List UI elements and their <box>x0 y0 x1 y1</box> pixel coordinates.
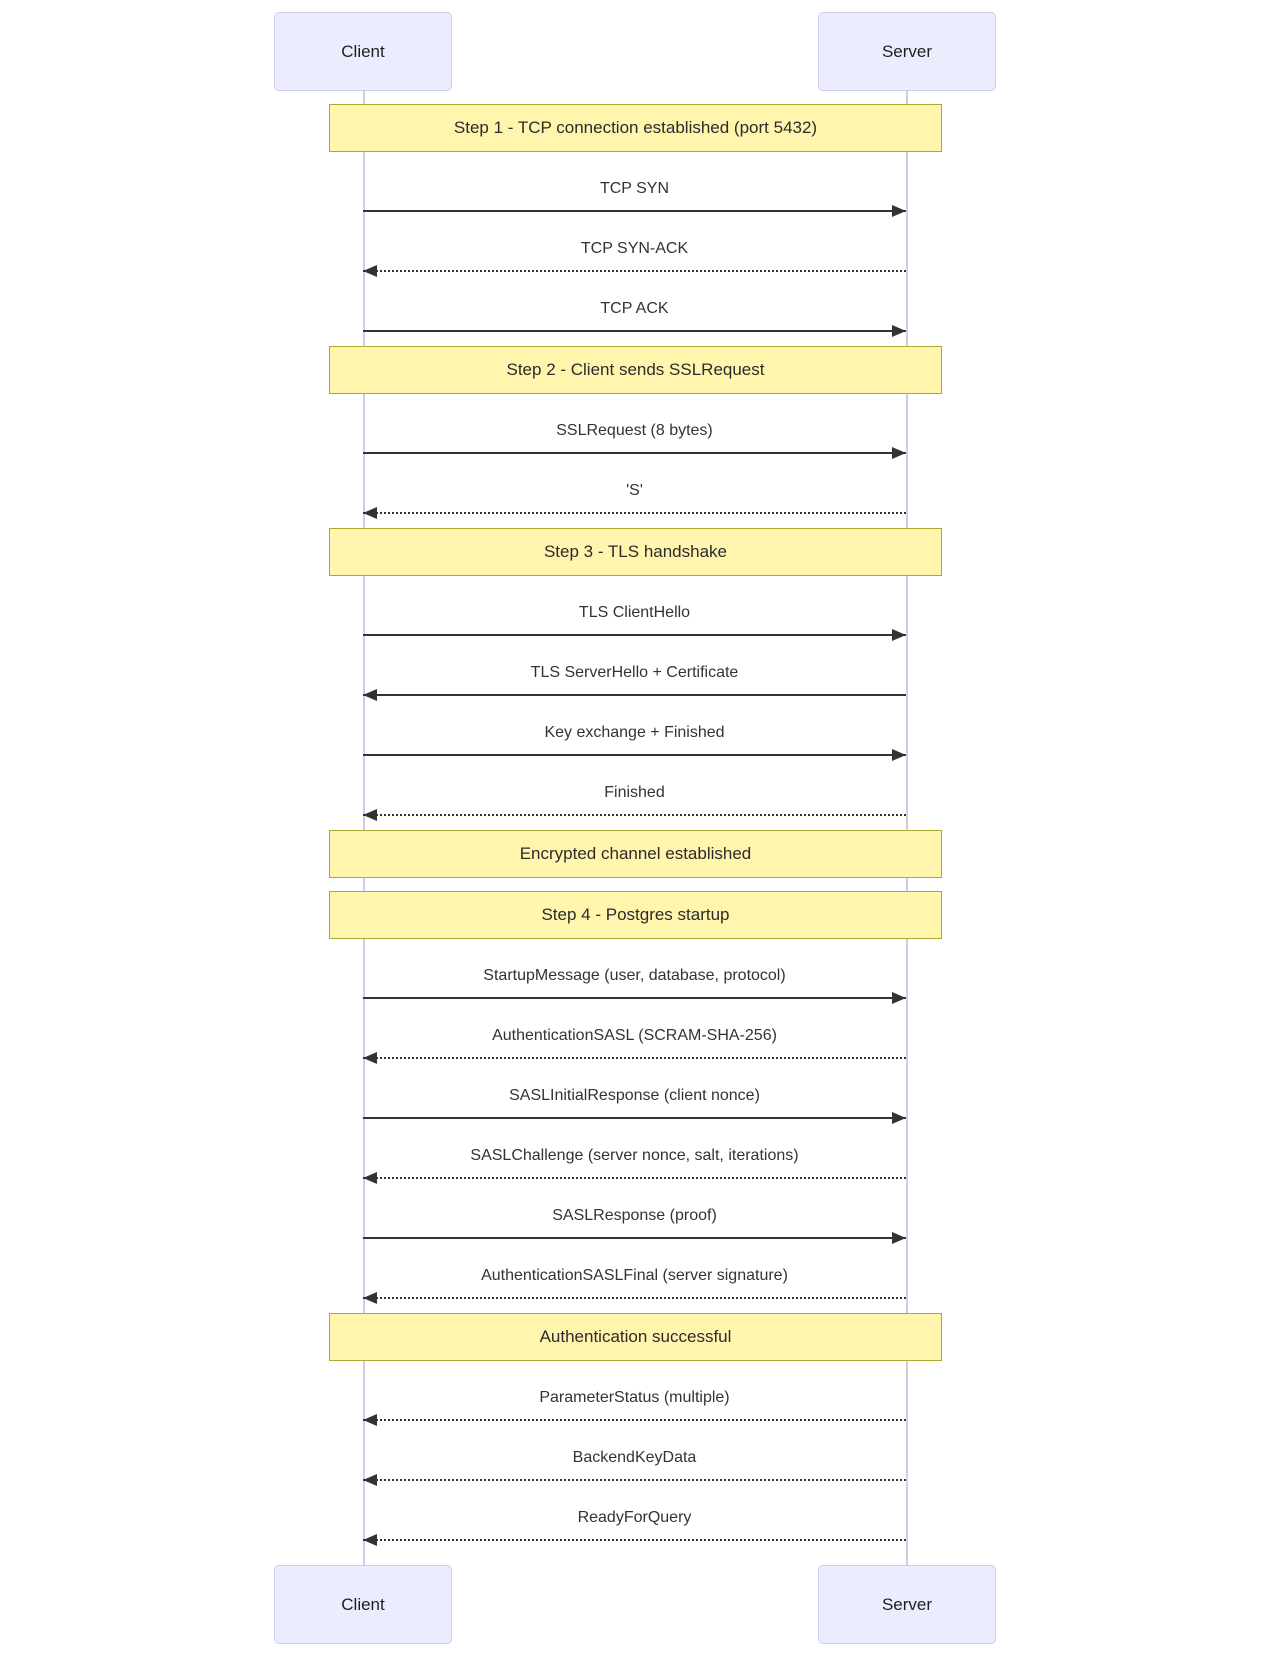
message-finished-label: Finished <box>604 784 665 801</box>
message-saslchallenge-label: SASLChallenge (server nonce, salt, itera… <box>470 1147 799 1164</box>
message-authenticationsaslfinal-label: AuthenticationSASLFinal (server signatur… <box>481 1267 788 1284</box>
solid-arrow-right-icon <box>363 1232 906 1244</box>
solid-arrow-right-icon <box>363 205 906 217</box>
note-step-4: Step 4 - Postgres startup <box>329 891 942 939</box>
message-tcp-ack: TCP ACK <box>0 272 1269 337</box>
message-tcp-ack-label: TCP ACK <box>600 300 669 317</box>
message-readyforquery: ReadyForQuery <box>0 1481 1269 1546</box>
actor-server-bottom: Server <box>818 1565 996 1644</box>
client-lifeline <box>363 91 365 1565</box>
message-backendkeydata: BackendKeyData <box>0 1421 1269 1486</box>
message-authenticationsasl-label: AuthenticationSASL (SCRAM-SHA-256) <box>492 1027 777 1044</box>
dashed-arrow-left-icon <box>363 507 906 519</box>
solid-arrow-left-icon <box>363 689 906 701</box>
dashed-arrow-left-icon <box>363 1172 906 1184</box>
solid-arrow-right-icon <box>363 629 906 641</box>
message-authenticationsaslfinal: AuthenticationSASLFinal (server signatur… <box>0 1239 1269 1304</box>
message-key-exchange-finished-label: Key exchange + Finished <box>544 724 725 741</box>
message-tls-clienthello-label: TLS ClientHello <box>578 604 691 621</box>
message-saslresponse: SASLResponse (proof) <box>0 1179 1269 1244</box>
message-parameterstatus-label: ParameterStatus (multiple) <box>539 1389 730 1406</box>
message-tls-serverhello-certificate-label: TLS ServerHello + Certificate <box>530 664 739 681</box>
note-step-3: Step 3 - TLS handshake <box>329 528 942 576</box>
message-tcp-syn-label: TCP SYN <box>599 180 670 197</box>
note-authentication-successful-label: Authentication successful <box>539 1327 732 1346</box>
note-step-1-label: Step 1 - TCP connection established (por… <box>453 118 818 137</box>
message-saslresponse-label: SASLResponse (proof) <box>552 1207 717 1224</box>
actor-server-label: Server <box>881 1594 933 1614</box>
actor-client-label: Client <box>341 41 385 61</box>
dashed-arrow-left-icon <box>363 1474 906 1486</box>
note-step-1: Step 1 - TCP connection established (por… <box>329 104 942 152</box>
note-step-2: Step 2 - Client sends SSLRequest <box>329 346 942 394</box>
note-encrypted-channel-label: Encrypted channel established <box>519 844 752 863</box>
message-startupmessage-label: StartupMessage (user, database, protocol… <box>483 967 786 984</box>
message-tls-serverhello-certificate: TLS ServerHello + Certificate <box>0 636 1269 701</box>
message-tcp-syn-ack: TCP SYN-ACK <box>0 212 1269 277</box>
dashed-arrow-left-icon <box>363 1052 906 1064</box>
dashed-arrow-left-icon <box>363 1534 906 1546</box>
message-readyforquery-label: ReadyForQuery <box>577 1509 692 1526</box>
message-tcp-syn-ack-label: TCP SYN-ACK <box>580 240 689 257</box>
message-finished: Finished <box>0 756 1269 821</box>
dashed-arrow-left-icon <box>363 265 906 277</box>
message-s-byte: 'S' <box>0 454 1269 519</box>
message-tcp-syn: TCP SYN <box>0 152 1269 217</box>
dashed-arrow-left-icon <box>363 1414 906 1426</box>
note-step-2-label: Step 2 - Client sends SSLRequest <box>506 360 765 379</box>
actor-client-bottom: Client <box>274 1565 452 1644</box>
sequence-flow: Step 1 - TCP connection established (por… <box>0 91 1269 1546</box>
actor-client-label: Client <box>341 1594 385 1614</box>
message-authenticationsasl: AuthenticationSASL (SCRAM-SHA-256) <box>0 999 1269 1064</box>
solid-arrow-right-icon <box>363 749 906 761</box>
solid-arrow-right-icon <box>363 447 906 459</box>
solid-arrow-right-icon <box>363 325 906 337</box>
note-encrypted-channel: Encrypted channel established <box>329 830 942 878</box>
solid-arrow-right-icon <box>363 1112 906 1124</box>
note-authentication-successful: Authentication successful <box>329 1313 942 1361</box>
message-tls-clienthello: TLS ClientHello <box>0 576 1269 641</box>
note-step-4-label: Step 4 - Postgres startup <box>541 905 730 924</box>
message-saslinitialresponse-label: SASLInitialResponse (client nonce) <box>509 1087 760 1104</box>
server-lifeline <box>906 91 908 1565</box>
dashed-arrow-left-icon <box>363 1292 906 1304</box>
dashed-arrow-left-icon <box>363 809 906 821</box>
actor-client-top: Client <box>274 12 452 91</box>
message-sslrequest: SSLRequest (8 bytes) <box>0 394 1269 459</box>
message-sslrequest-label: SSLRequest (8 bytes) <box>556 422 713 439</box>
message-backendkeydata-label: BackendKeyData <box>572 1449 697 1466</box>
message-saslchallenge: SASLChallenge (server nonce, salt, itera… <box>0 1119 1269 1184</box>
note-step-3-label: Step 3 - TLS handshake <box>543 542 728 561</box>
message-s-byte-label: 'S' <box>626 482 643 499</box>
message-key-exchange-finished: Key exchange + Finished <box>0 696 1269 761</box>
message-parameterstatus: ParameterStatus (multiple) <box>0 1361 1269 1426</box>
actor-server-label: Server <box>881 41 933 61</box>
solid-arrow-right-icon <box>363 992 906 1004</box>
message-startupmessage: StartupMessage (user, database, protocol… <box>0 939 1269 1004</box>
actor-server-top: Server <box>818 12 996 91</box>
message-saslinitialresponse: SASLInitialResponse (client nonce) <box>0 1059 1269 1124</box>
